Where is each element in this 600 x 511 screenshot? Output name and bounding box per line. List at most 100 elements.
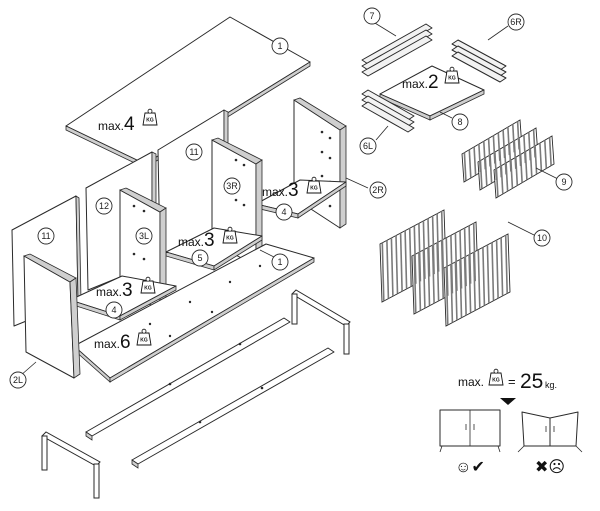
rail-lower xyxy=(131,347,335,469)
slat xyxy=(500,165,504,194)
weight-icon: KG xyxy=(142,108,158,126)
slat xyxy=(539,143,543,172)
svg-text:1: 1 xyxy=(277,41,282,51)
svg-text:11: 11 xyxy=(189,147,198,157)
svg-text:6L: 6L xyxy=(363,141,373,151)
load-limit-bottom: max.6 KG xyxy=(94,328,152,353)
slat xyxy=(381,242,385,301)
svg-text:max.3: max.3 xyxy=(262,180,299,201)
slat xyxy=(463,257,467,316)
load-limit-shelf-left: max.3 KG xyxy=(96,276,156,301)
svg-text:3R: 3R xyxy=(226,181,238,191)
callout-4-left: 4 xyxy=(105,301,123,319)
callout-3R: 3R xyxy=(223,177,241,195)
slat xyxy=(436,242,440,301)
slat xyxy=(468,254,472,313)
slat xyxy=(529,148,533,177)
slat xyxy=(463,152,467,181)
leg-frame-left xyxy=(41,431,101,499)
callout-11-left: 11 xyxy=(37,227,55,245)
load-limit-drawer: max.2 KG xyxy=(402,66,460,93)
leg-frame-right xyxy=(291,289,351,355)
svg-text:✖☹: ✖☹ xyxy=(535,459,565,476)
svg-text:2L: 2L xyxy=(13,375,23,385)
svg-text:KG: KG xyxy=(310,186,318,192)
rail-upper xyxy=(85,317,291,441)
callout-4-right: 4 xyxy=(275,203,293,221)
weight-icon: KG xyxy=(140,276,156,294)
svg-text:max.6: max.6 xyxy=(94,332,131,353)
callout-3L: 3L xyxy=(135,227,153,245)
weight-icon: KG xyxy=(488,368,504,386)
svg-text:7: 7 xyxy=(369,11,374,21)
slat xyxy=(504,235,508,294)
slat xyxy=(505,162,509,191)
slat xyxy=(399,233,403,292)
load-limit-top: max.4 KG xyxy=(98,108,158,135)
slat xyxy=(484,157,488,186)
cabinet-incorrect xyxy=(517,411,583,453)
slat xyxy=(495,168,499,197)
svg-text:12: 12 xyxy=(99,201,109,211)
svg-text:KG: KG xyxy=(226,236,234,242)
svg-text:max.3: max.3 xyxy=(96,280,133,301)
slat xyxy=(510,160,514,189)
slat xyxy=(519,154,523,183)
svg-text:max.3: max.3 xyxy=(178,230,215,251)
down-arrow-icon xyxy=(500,398,516,405)
callout-2L: 2L xyxy=(9,371,27,389)
svg-text:6R: 6R xyxy=(510,17,522,27)
slat xyxy=(482,247,486,306)
svg-text:KG: KG xyxy=(448,76,456,82)
svg-text:=: = xyxy=(508,374,516,389)
slat xyxy=(450,264,454,323)
slat xyxy=(440,240,444,299)
svg-text:KG: KG xyxy=(146,118,154,124)
slat xyxy=(486,244,490,303)
slat xyxy=(489,154,493,183)
slat xyxy=(408,228,412,287)
slat xyxy=(404,230,408,289)
slat xyxy=(413,254,417,313)
slat xyxy=(395,235,399,294)
callout-1-top: 1 xyxy=(271,37,289,55)
weight-icon: KG xyxy=(306,176,322,194)
slat xyxy=(422,249,426,308)
slat xyxy=(500,237,504,296)
svg-text:9: 9 xyxy=(561,177,566,187)
slat xyxy=(390,237,394,296)
svg-text:1: 1 xyxy=(277,257,282,267)
load-limit-shelf-right: max.3 KG xyxy=(262,176,322,201)
slat xyxy=(515,157,519,186)
cabinet-correct-verdict: ☺✔ xyxy=(455,459,485,476)
slat xyxy=(544,140,548,169)
svg-text:max.4: max.4 xyxy=(98,114,135,135)
slat xyxy=(459,259,463,318)
svg-text:5: 5 xyxy=(197,253,202,263)
svg-text:4: 4 xyxy=(281,207,286,217)
svg-text:☺✔: ☺✔ xyxy=(455,459,485,476)
slat xyxy=(468,149,472,178)
slat xyxy=(472,252,476,311)
slat-panels-10 xyxy=(379,209,511,327)
slat xyxy=(427,247,431,306)
svg-text:4: 4 xyxy=(111,305,116,315)
callout-9: 9 xyxy=(555,173,573,191)
svg-text:2R: 2R xyxy=(372,185,384,195)
callout-2R: 2R xyxy=(369,181,387,199)
svg-text:11: 11 xyxy=(41,231,50,241)
slat xyxy=(479,160,483,189)
slat xyxy=(418,252,422,311)
slat xyxy=(534,145,538,174)
callout-11-right: 11 xyxy=(185,143,203,161)
callout-10: 10 xyxy=(533,229,551,247)
callout-8: 8 xyxy=(451,113,469,131)
slat xyxy=(524,151,528,180)
callout-5: 5 xyxy=(191,249,209,267)
load-limit-shelf-middle: max.3 KG xyxy=(178,226,238,251)
callout-12: 12 xyxy=(95,197,113,215)
side-panel-2L xyxy=(23,253,81,379)
svg-text:KG: KG xyxy=(492,378,500,384)
svg-text:max.: max. xyxy=(458,375,484,389)
